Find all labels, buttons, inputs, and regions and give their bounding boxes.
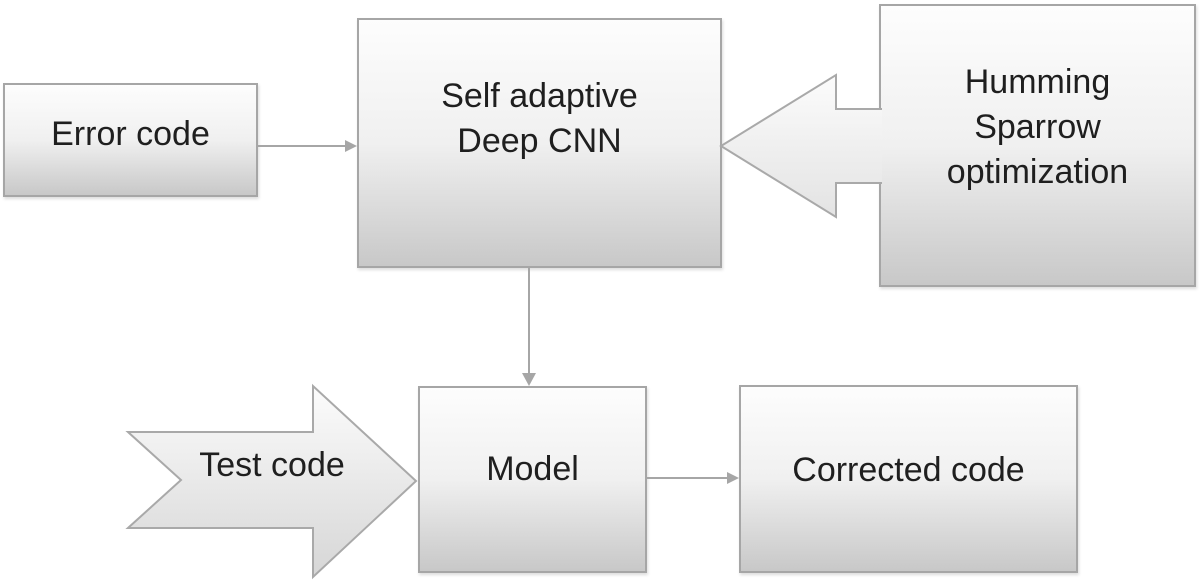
- node-humming-line1: Humming: [964, 63, 1111, 101]
- node-humming-line2: Sparrow: [974, 108, 1101, 146]
- node-humming-line3: optimization: [946, 153, 1129, 191]
- node-humming-sparrow-label: Humming Sparrow optimization: [947, 60, 1128, 195]
- node-error-code-label: Error code: [51, 114, 210, 153]
- node-test-code-label: Test code: [199, 446, 345, 484]
- humming-to-cnn-block-arrow-outline: [719, 73, 882, 219]
- node-test-code: Test code: [128, 386, 416, 577]
- error-to-cnn-arrowhead-icon: [345, 140, 357, 152]
- node-humming-sparrow-optimization: Humming Sparrow optimization: [879, 4, 1196, 287]
- node-self-adaptive-deep-cnn: Self adaptive Deep CNN: [357, 18, 722, 268]
- node-model: Model: [418, 386, 647, 573]
- model-to-corrected-arrowhead-icon: [727, 472, 739, 484]
- node-error-code: Error code: [3, 83, 258, 197]
- node-corrected-code: Corrected code: [739, 385, 1078, 573]
- humming-to-cnn-block-arrow: [721, 75, 882, 217]
- node-corrected-code-label: Corrected code: [792, 450, 1025, 489]
- node-model-label: Model: [486, 450, 579, 488]
- cnn-to-model-arrowhead-icon: [522, 373, 536, 386]
- node-self-adaptive-line2: Deep CNN: [457, 122, 622, 160]
- node-self-adaptive-deep-cnn-label: Self adaptive Deep CNN: [441, 74, 638, 164]
- node-self-adaptive-line1: Self adaptive: [441, 77, 638, 115]
